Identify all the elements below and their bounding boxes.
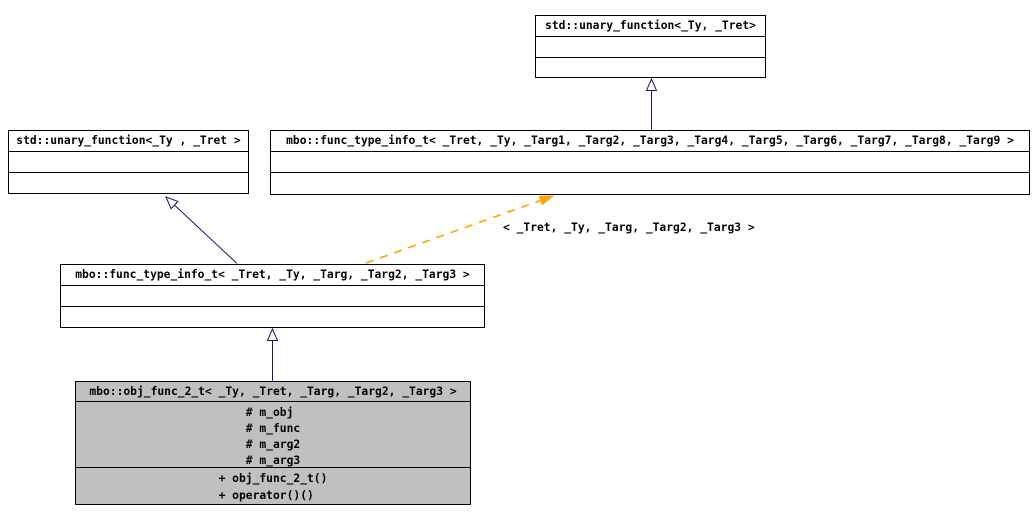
attributes-compartment: # m_obj # m_func # m_arg2 # m_arg3 <box>76 402 470 468</box>
attributes-compartment <box>9 152 248 173</box>
template-edge-label: < _Tret, _Ty, _Targ, _Targ2, _Targ3 > <box>503 221 755 234</box>
methods-compartment <box>61 307 484 327</box>
class-title: std::unary_function<_Ty , _Tret > <box>9 131 248 152</box>
attribute-m-obj: # m_obj <box>245 406 294 419</box>
method-constructor: + obj_func_2_t() <box>218 472 328 485</box>
attributes-compartment <box>271 152 1029 173</box>
class-node-func-type-info-9args[interactable]: mbo::func_type_info_t< _Tret, _Ty, _Targ… <box>270 130 1030 195</box>
class-node-func-type-info-3args[interactable]: mbo::func_type_info_t< _Tret, _Ty, _Targ… <box>60 264 485 328</box>
attribute-m-func: # m_func <box>245 422 301 435</box>
class-node-std-unary-function-top[interactable]: std::unary_function<_Ty, _Tret> <box>535 15 766 78</box>
inheritance-arrow-bottom-to-middle <box>266 327 279 381</box>
methods-compartment: + obj_func_2_t() + operator()() <box>76 468 470 504</box>
class-title: mbo::obj_func_2_t< _Ty, _Tret, _Targ, _T… <box>76 382 470 402</box>
class-title: mbo::func_type_info_t< _Tret, _Ty, _Targ… <box>61 265 484 286</box>
class-title: mbo::func_type_info_t< _Tret, _Ty, _Targ… <box>271 131 1029 152</box>
inheritance-arrow-middle-to-left <box>165 196 238 264</box>
inheritance-arrow-wide-to-top <box>645 77 658 130</box>
method-operator-call: + operator()() <box>218 489 314 502</box>
methods-compartment <box>271 173 1029 194</box>
attribute-m-arg3: # m_arg3 <box>245 454 301 467</box>
class-node-std-unary-function-left[interactable]: std::unary_function<_Ty , _Tret > <box>8 130 249 194</box>
methods-compartment <box>9 173 248 193</box>
attributes-compartment <box>536 37 765 58</box>
attributes-compartment <box>61 286 484 307</box>
attribute-m-arg2: # m_arg2 <box>245 438 301 451</box>
class-title: std::unary_function<_Ty, _Tret> <box>536 16 765 37</box>
methods-compartment <box>536 58 765 77</box>
class-node-obj-func-2-t[interactable]: mbo::obj_func_2_t< _Ty, _Tret, _Targ, _T… <box>75 381 471 505</box>
